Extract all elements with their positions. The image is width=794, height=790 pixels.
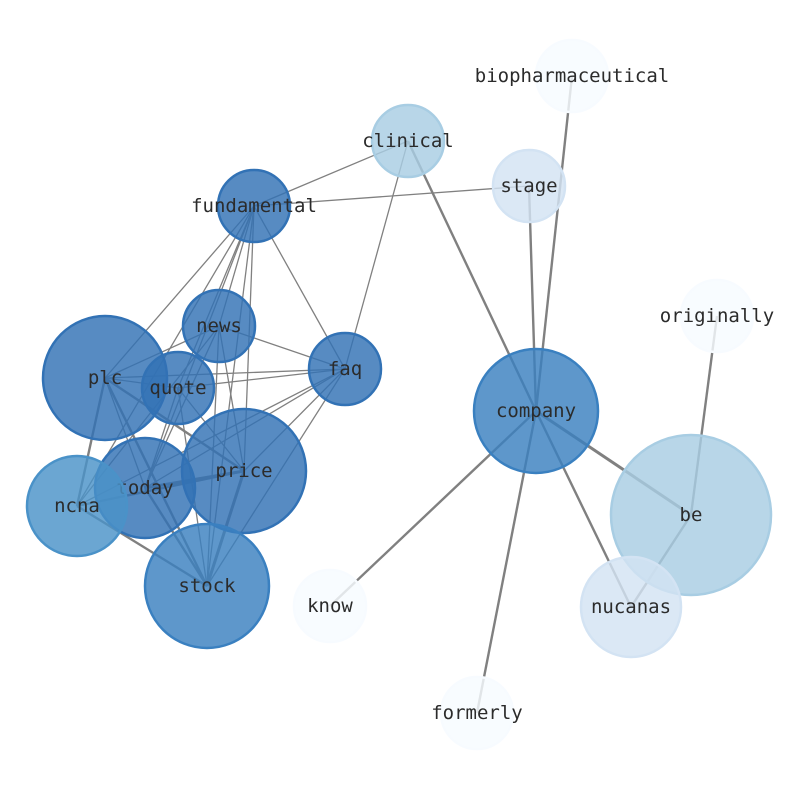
node-circle bbox=[609, 433, 773, 597]
node-label: ncna bbox=[54, 495, 100, 517]
node-stage[interactable]: stage bbox=[491, 148, 567, 224]
node-circle bbox=[439, 675, 515, 751]
node-circle bbox=[25, 454, 129, 558]
node-label: today bbox=[116, 477, 173, 499]
node-formerly[interactable]: formerly bbox=[431, 675, 523, 751]
node-label: stock bbox=[178, 575, 236, 597]
node-price[interactable]: price bbox=[180, 407, 308, 535]
node-circle bbox=[370, 103, 446, 179]
node-label: know bbox=[307, 595, 353, 617]
node-news[interactable]: news bbox=[181, 288, 257, 364]
node-circle bbox=[143, 522, 271, 650]
node-circle bbox=[181, 288, 257, 364]
node-circle bbox=[216, 168, 292, 244]
node-label: plc bbox=[88, 367, 122, 389]
node-circle bbox=[534, 38, 610, 114]
node-label: clinical bbox=[362, 130, 454, 152]
node-originally[interactable]: originally bbox=[660, 278, 774, 354]
node-label: company bbox=[496, 400, 576, 422]
edge-fundamental-stage bbox=[253, 185, 530, 207]
node-circle bbox=[579, 555, 683, 659]
node-circle bbox=[472, 347, 600, 475]
node-quote[interactable]: quote bbox=[140, 350, 216, 426]
node-label: be bbox=[680, 504, 703, 526]
edge-clinical-faq bbox=[344, 140, 409, 370]
node-stock[interactable]: stock bbox=[143, 522, 271, 650]
node-label: price bbox=[215, 460, 272, 482]
node-ncna[interactable]: ncna bbox=[25, 454, 129, 558]
nodes-layer: biopharmaceutical clinical stage fundamenta… bbox=[25, 38, 774, 751]
node-circle bbox=[679, 278, 755, 354]
node-circle bbox=[140, 350, 216, 426]
node-label: news bbox=[196, 315, 242, 337]
node-circle bbox=[292, 568, 368, 644]
node-label: formerly bbox=[431, 702, 523, 724]
node-label: biopharmaceutical bbox=[475, 65, 669, 87]
node-clinical[interactable]: clinical bbox=[362, 103, 454, 179]
node-label: fundamental bbox=[191, 195, 317, 217]
node-faq[interactable]: faq bbox=[307, 331, 383, 407]
node-nucanas[interactable]: nucanas bbox=[579, 555, 683, 659]
node-be[interactable]: be bbox=[609, 433, 773, 597]
node-company[interactable]: company bbox=[472, 347, 600, 475]
node-fundamental[interactable]: fundamental bbox=[191, 168, 317, 244]
node-biopharmaceutical[interactable]: biopharmaceutical bbox=[475, 38, 669, 114]
node-know[interactable]: know bbox=[292, 568, 368, 644]
node-circle bbox=[491, 148, 567, 224]
node-label: faq bbox=[328, 358, 362, 380]
node-label: originally bbox=[660, 305, 774, 327]
node-label: stage bbox=[500, 175, 557, 197]
node-label: quote bbox=[149, 377, 206, 399]
node-circle bbox=[307, 331, 383, 407]
node-label: nucanas bbox=[591, 596, 671, 618]
